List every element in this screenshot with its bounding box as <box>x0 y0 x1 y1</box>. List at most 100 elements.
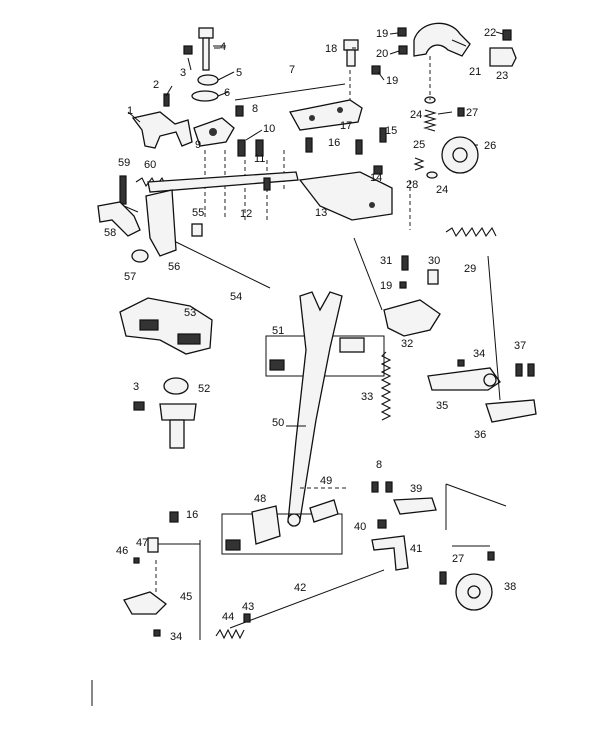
label-26: 26 <box>484 140 496 152</box>
part-8-screw-c <box>371 481 379 493</box>
part-19-nut-a <box>397 27 407 37</box>
label-34-right: 34 <box>473 348 485 360</box>
part-1-bracket <box>131 111 193 149</box>
label-10: 10 <box>263 123 275 135</box>
part-group-top-right <box>371 22 517 238</box>
part-4-stud-head <box>198 27 214 39</box>
part-60-spring <box>135 176 167 188</box>
label-8-bottom: 8 <box>376 459 382 471</box>
label-8-top: 8 <box>252 103 258 115</box>
label-43: 43 <box>242 601 254 613</box>
part-8-screw-d <box>385 481 393 493</box>
part-24-washer-b <box>426 171 438 179</box>
label-7: 7 <box>289 64 295 76</box>
label-20: 20 <box>376 48 388 60</box>
part-30-sleeve <box>427 269 439 285</box>
label-49: 49 <box>320 475 332 487</box>
part-36-arm <box>485 399 537 423</box>
part-49-clamp <box>309 499 339 523</box>
part-17-lever <box>288 99 363 131</box>
label-3-bottom: 3 <box>133 381 139 393</box>
label-2: 2 <box>153 79 159 91</box>
label-14: 14 <box>370 172 382 184</box>
label-60: 60 <box>144 159 156 171</box>
part-34-pin-b <box>153 629 161 637</box>
part-37-screw-b <box>527 363 535 377</box>
label-48: 48 <box>254 493 266 505</box>
label-12: 12 <box>240 208 252 220</box>
part-54-shaft <box>175 241 271 289</box>
part-11-screw <box>263 177 271 191</box>
part-14-nut <box>373 165 383 175</box>
label-36: 36 <box>474 429 486 441</box>
part-8-screw <box>235 105 244 117</box>
part-group-52 <box>133 377 197 449</box>
part-group-right-mid <box>353 237 537 530</box>
part-51-block <box>339 337 365 353</box>
part-56-bracket <box>145 189 177 257</box>
part-39-plate <box>393 497 437 515</box>
part-52-shaft <box>169 419 185 449</box>
label-22: 22 <box>484 27 496 39</box>
part-group-bottom <box>123 481 495 640</box>
label-58: 58 <box>104 227 116 239</box>
label-32: 32 <box>401 338 413 350</box>
part-2-screw <box>163 93 170 107</box>
part-45-lever <box>123 591 167 615</box>
label-39: 39 <box>410 483 422 495</box>
label-59: 59 <box>118 157 130 169</box>
label-24-top: 24 <box>410 109 422 121</box>
part-27-screw-c <box>487 551 495 561</box>
part-4-stud-shaft <box>202 37 210 71</box>
label-57: 57 <box>124 271 136 283</box>
part-group-top-center <box>234 39 393 221</box>
part-35-lever <box>427 367 501 391</box>
label-19-low: 19 <box>380 280 392 292</box>
part-15-screw <box>379 127 387 143</box>
label-19-mid: 19 <box>386 75 398 87</box>
part-32-rod <box>353 237 383 311</box>
label-52: 52 <box>198 383 210 395</box>
part-22-screw <box>502 29 512 41</box>
part-18-stud-shaft <box>346 49 356 67</box>
label-28: 28 <box>406 179 418 191</box>
part-52-body <box>159 403 197 421</box>
part-57-washer <box>131 249 149 263</box>
label-42: 42 <box>294 582 306 594</box>
label-23: 23 <box>496 70 508 82</box>
part-5-washer <box>197 74 219 86</box>
part-group-left-mid <box>97 171 299 289</box>
label-47: 47 <box>136 537 148 549</box>
label-54: 54 <box>230 291 242 303</box>
label-53: 53 <box>184 307 196 319</box>
part-48-box <box>221 513 343 555</box>
part-46-pin <box>133 557 140 564</box>
label-46: 46 <box>116 545 128 557</box>
part-27-screw-b <box>439 571 447 585</box>
part-3-nut <box>133 401 145 411</box>
part-43-nut <box>243 613 251 623</box>
part-12-bar <box>147 171 299 193</box>
part-20-screw <box>398 45 408 55</box>
part-21-arm <box>413 22 471 57</box>
part-48-block <box>251 505 281 545</box>
label-37: 37 <box>514 340 526 352</box>
part-28-spring <box>413 157 425 171</box>
label-56: 56 <box>168 261 180 273</box>
part-23-knob <box>489 47 517 67</box>
part-34-pin <box>457 359 465 367</box>
label-15: 15 <box>385 125 397 137</box>
part-group-main-lever <box>265 291 385 527</box>
label-35: 35 <box>436 400 448 412</box>
part-44-spring <box>215 628 245 640</box>
part-7-rod <box>234 83 346 101</box>
part-37-screw-a <box>515 363 523 377</box>
label-17: 17 <box>340 120 352 132</box>
callout-labels: 1 2 3 4 5 6 7 8 9 10 11 12 13 14 15 16 1… <box>104 27 526 643</box>
label-16-top: 16 <box>328 137 340 149</box>
label-4: 4 <box>220 41 226 53</box>
part-53-housing <box>119 297 213 355</box>
label-13: 13 <box>315 207 327 219</box>
part-42-rod <box>229 569 385 629</box>
